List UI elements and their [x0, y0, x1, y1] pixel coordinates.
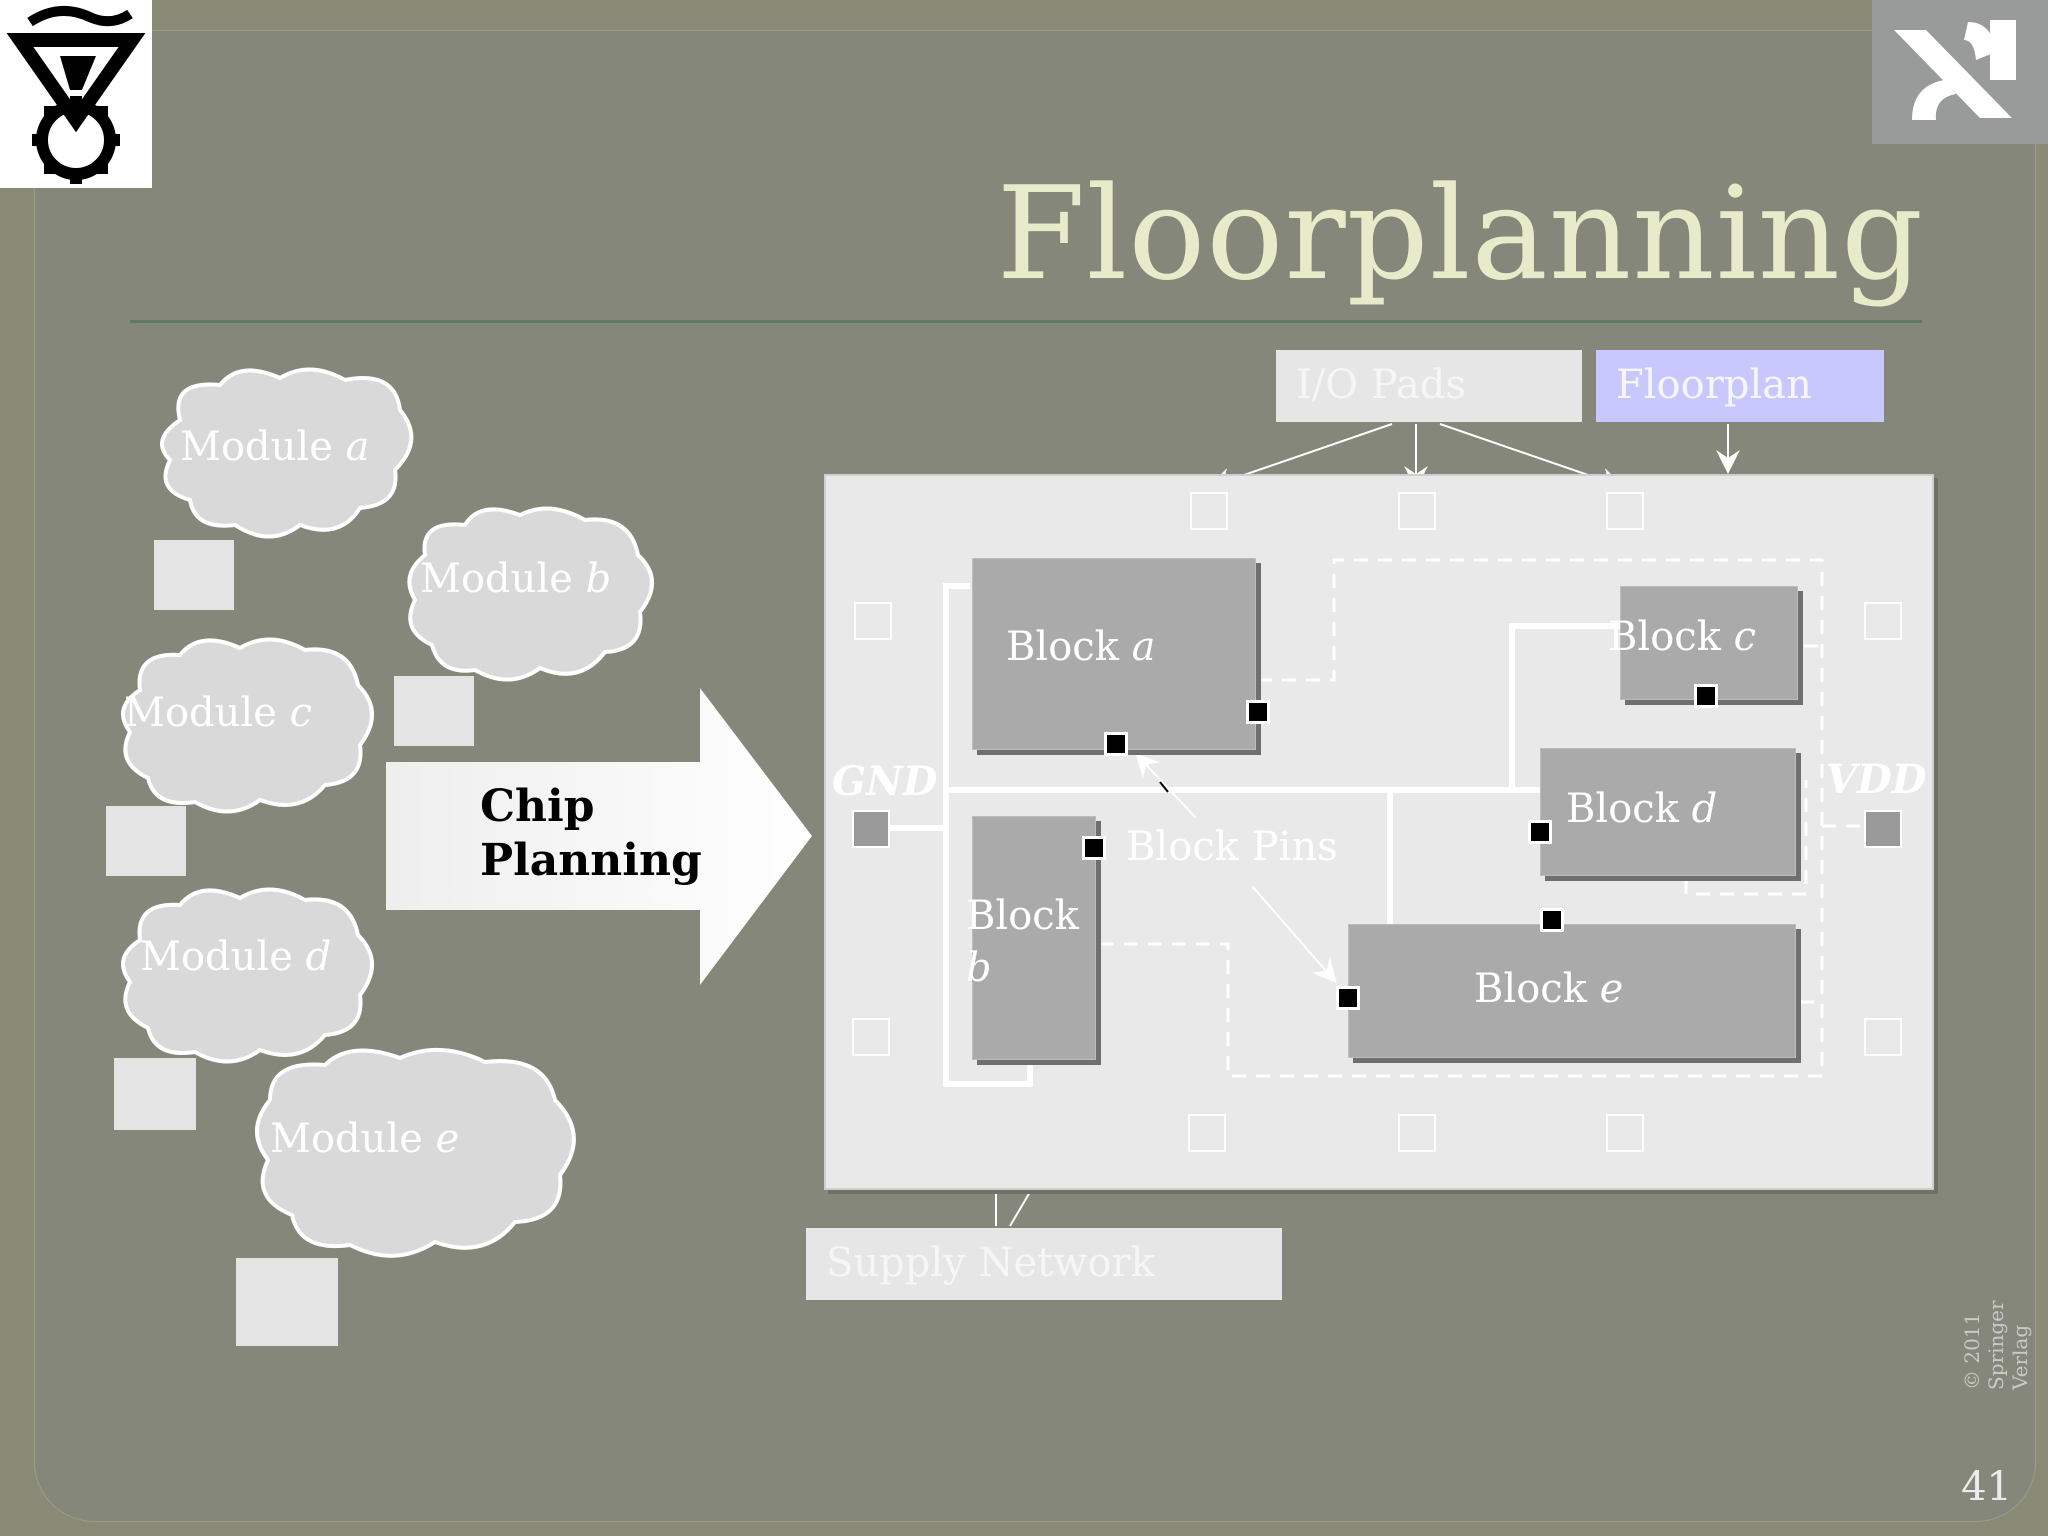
floorplan-label: Floorplan	[1596, 350, 1884, 422]
cloud-module-e	[255, 1048, 576, 1258]
io-pad	[1398, 492, 1436, 530]
io-pad	[1398, 1114, 1436, 1152]
block-pin	[1336, 986, 1360, 1010]
io-pad	[852, 1018, 890, 1056]
aleph-logo-icon	[1872, 0, 2048, 144]
module-e-label: Module e	[270, 1116, 460, 1162]
module-d-label: Module d	[140, 934, 332, 980]
page-number: 41	[1961, 1464, 2012, 1510]
page-title: Floorplanning	[996, 160, 1924, 309]
block-pin	[1246, 700, 1270, 724]
technion-logo-icon	[0, 0, 152, 188]
gnd-label: GND	[832, 758, 938, 805]
cloud-module-c	[120, 637, 374, 814]
module-clouds	[120, 367, 654, 1258]
io-pad	[854, 602, 892, 640]
block-pin	[1104, 732, 1128, 756]
cloud-module-d	[120, 887, 374, 1064]
module-b-box	[394, 676, 474, 746]
module-a-box	[154, 540, 234, 610]
module-e-box	[236, 1258, 338, 1346]
block-a	[972, 558, 1256, 750]
io-pad	[1864, 1018, 1902, 1056]
block-pin	[1528, 820, 1552, 844]
io-pad	[1190, 492, 1228, 530]
vdd-label: VDD	[1826, 756, 1927, 803]
block-d	[1540, 748, 1796, 876]
block-c-label: Block c	[1608, 614, 1757, 660]
io-pad	[1606, 1114, 1644, 1152]
block-b	[972, 816, 1096, 1060]
copyright-text: © 2011 Springer Verlag	[1960, 1300, 2032, 1390]
block-a-label: Block a	[1006, 624, 1156, 670]
block-pin	[1694, 684, 1718, 708]
io-pads-label: I/O Pads	[1276, 350, 1582, 422]
io-pad	[1188, 1114, 1226, 1152]
io-pad	[1864, 602, 1902, 640]
supply-network-label: Supply Network	[806, 1228, 1282, 1300]
block-pin	[1082, 836, 1106, 860]
chip-planning-arrow	[386, 688, 812, 985]
vdd-pad	[1864, 810, 1902, 848]
block-pins-label: Block Pins	[1126, 824, 1338, 870]
module-d-box	[114, 1058, 196, 1130]
module-b-label: Module b	[420, 556, 612, 602]
io-pad	[1606, 492, 1644, 530]
module-c-box	[106, 806, 186, 876]
module-c-label: Module c	[124, 690, 312, 736]
title-underline	[130, 320, 1922, 323]
module-a-label: Module a	[180, 424, 370, 470]
block-e-label: Block e	[1474, 966, 1624, 1012]
cloud-module-b	[407, 506, 654, 682]
gnd-pad	[852, 810, 890, 848]
block-d-label: Block d	[1566, 786, 1718, 832]
block-pin	[1540, 908, 1564, 932]
cloud-module-a	[160, 367, 414, 539]
